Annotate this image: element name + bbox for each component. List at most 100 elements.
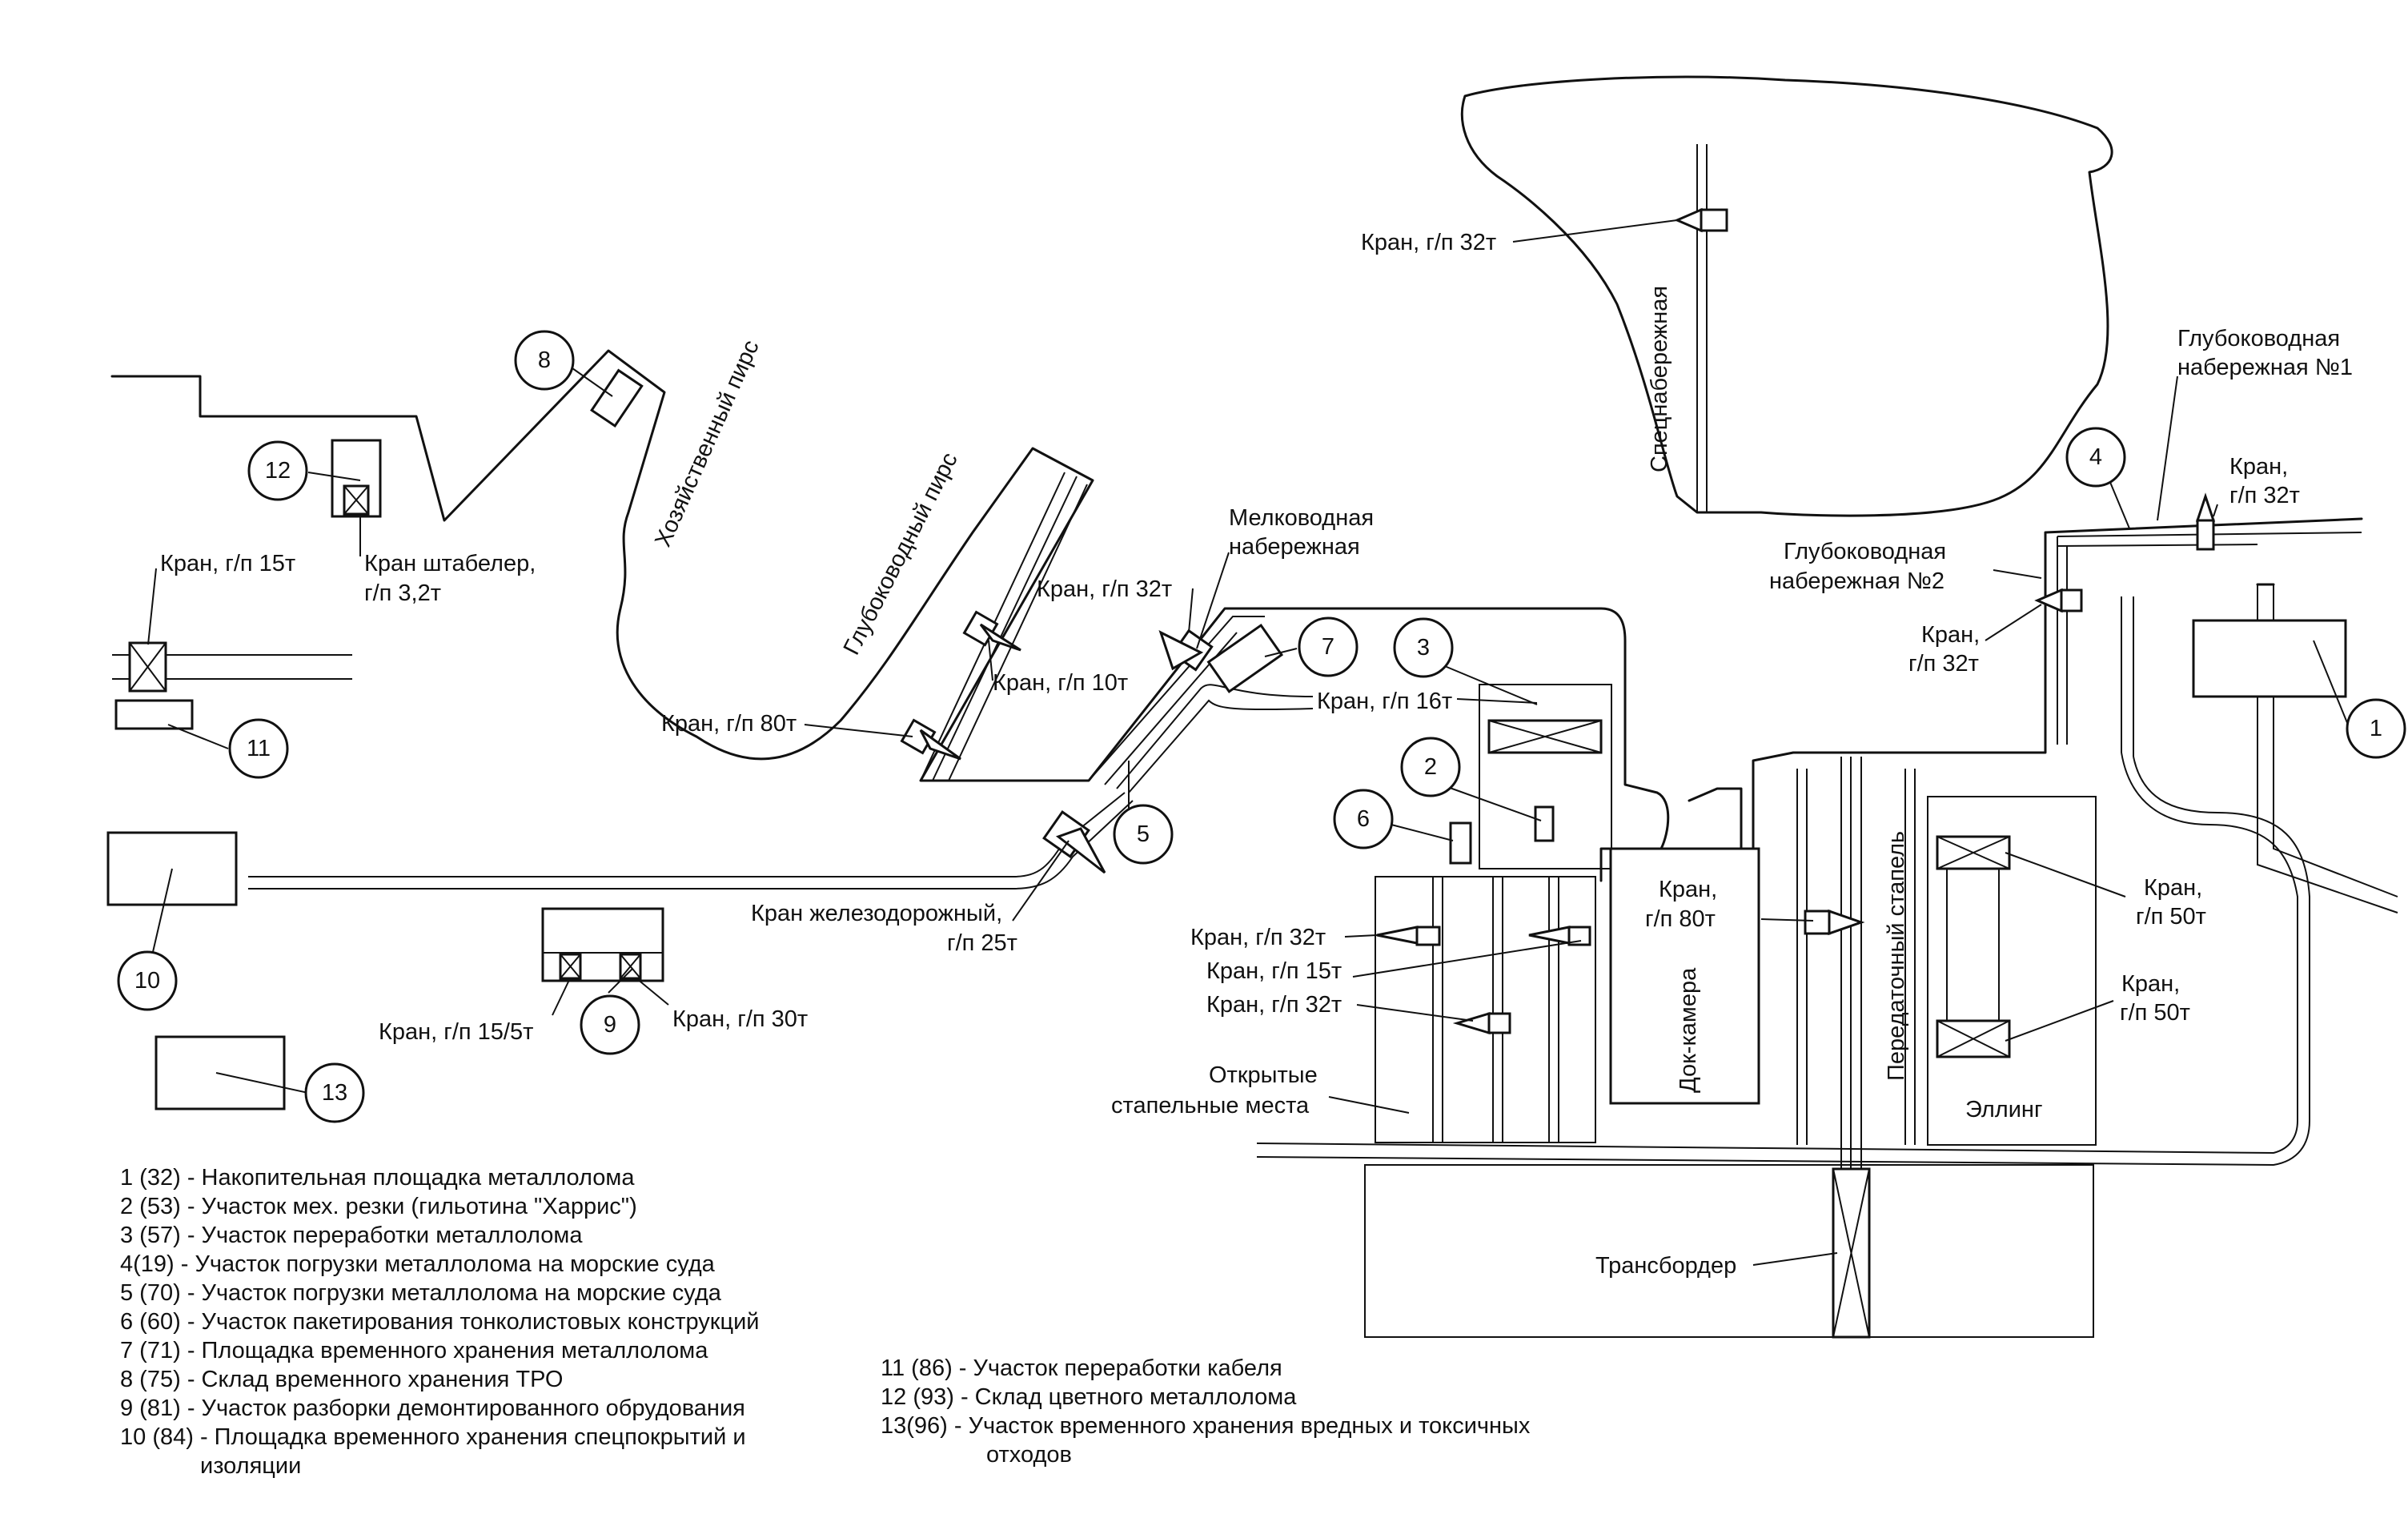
right-rail-4 xyxy=(1256,756,2310,1167)
crane-rail-25-icon xyxy=(1042,810,1106,874)
leader-crane-15-left xyxy=(147,568,157,645)
marker-1: 1 xyxy=(2346,698,2406,759)
leader-open-slip xyxy=(1328,1096,1410,1114)
legend-item: 10 (84) - Площадка временного хранения с… xyxy=(120,1424,746,1450)
area-9-crane-right-x xyxy=(620,954,641,979)
crane-pier-80-icon xyxy=(900,718,961,761)
legend-item: изоляции xyxy=(200,1453,301,1479)
label-crane-slip-2: Кран, г/п 15т xyxy=(1206,958,1342,984)
marker-2: 2 xyxy=(1400,737,1461,797)
label-crane-30: Кран, г/п 30т xyxy=(672,1006,808,1032)
legend-item: 7 (71) - Площадка временного хранения ме… xyxy=(120,1338,708,1363)
area-7 xyxy=(1206,623,1284,693)
shallow-rail-4 xyxy=(1128,699,1314,793)
leader-marker-2 xyxy=(1440,784,1542,821)
marker-8: 8 xyxy=(514,330,575,391)
crane-slip2-icon xyxy=(1528,926,1591,946)
legend-item: 3 (57) - Участок переработки металлолома xyxy=(120,1223,583,1248)
transborder-pit xyxy=(1364,1164,2094,1338)
leader-marker-12 xyxy=(307,472,361,481)
dock-chamber xyxy=(1609,847,1760,1105)
legend-item: 12 (93) - Склад цветного металлолома xyxy=(881,1384,1297,1410)
legend-item: 13(96) - Участок временного хранения вре… xyxy=(881,1413,1531,1439)
marker-6-label: 6 xyxy=(1357,806,1370,832)
leader-marker-3 xyxy=(1440,664,1538,705)
label-crane-16: Кран, г/п 16т xyxy=(1317,689,1452,714)
label-crane-50-a-a: Кран, xyxy=(2144,875,2202,901)
leader-crane-slip3 xyxy=(1356,1004,1474,1022)
leader-crane-slip2 xyxy=(1352,940,1582,978)
label-deep-pier: Глубоководный пирс xyxy=(839,448,963,659)
leader-crane-16 xyxy=(1456,698,1538,704)
legend-item: 9 (81) - Участок разборки демонтированно… xyxy=(120,1396,745,1421)
label-transfer-slip: Передаточный стапель xyxy=(1884,831,1909,1081)
crane-slip1-icon xyxy=(1376,926,1441,946)
leader-marker-6 xyxy=(1391,824,1454,841)
marker-4: 4 xyxy=(2065,427,2126,488)
marker-2-label: 2 xyxy=(1424,754,1437,780)
open-slipways xyxy=(1375,876,1596,1143)
legend-item: 11 (86) - Участок переработки кабеля xyxy=(881,1355,1282,1381)
leader-crane-80-pier xyxy=(804,724,913,737)
spets-island xyxy=(1460,75,2113,517)
area-11 xyxy=(114,699,194,730)
label-household-pier: Хозяйственный пирс xyxy=(650,336,765,551)
legend-right: 11 (86) - Участок переработки кабеля 12 … xyxy=(881,1355,1531,1468)
label-crane-50-b-a: Кран, xyxy=(2121,971,2180,997)
marker-10-label: 10 xyxy=(134,968,160,994)
area-9-crane-left-x xyxy=(560,954,581,979)
leader-shallow-quay xyxy=(1196,552,1230,649)
label-crane-32-pier: Кран, г/п 32т xyxy=(1037,576,1172,602)
elling xyxy=(1927,796,2097,1146)
crane-50-a-x xyxy=(1936,836,2010,869)
leader-crane-10 xyxy=(988,640,993,681)
marker-10: 10 xyxy=(117,950,178,1011)
label-crane-50-a-b: г/п 50т xyxy=(2136,904,2206,930)
area-3 xyxy=(1479,684,1612,869)
crane-dock-80-icon xyxy=(1804,909,1865,936)
legend-item: 1 (32) - Накопительная площадка металлол… xyxy=(120,1165,635,1191)
area-13 xyxy=(155,1035,286,1110)
label-crane-dock-a: Кран, xyxy=(1659,877,1717,902)
marker-3-label: 3 xyxy=(1417,635,1430,661)
marker-9: 9 xyxy=(580,994,640,1055)
label-crane-spets: Кран, г/п 32т xyxy=(1361,230,1496,255)
deep1-rail-2 xyxy=(2057,544,2258,547)
label-open-slip-b: стапельные места xyxy=(1111,1093,1310,1118)
crane-spets-32-icon xyxy=(1674,207,1728,233)
label-crane-deep2-b: г/п 32т xyxy=(1908,651,1979,677)
label-deep-quay-1-a: Глубоководная xyxy=(2177,326,2340,351)
marker-12-label: 12 xyxy=(265,458,291,484)
leader-crane-slip1 xyxy=(1344,934,1378,938)
area-12-crane-x xyxy=(343,485,369,515)
leader-marker-11 xyxy=(167,724,229,749)
label-crane-rail-b: г/п 25т xyxy=(947,930,1017,956)
leader-crane-rail xyxy=(1012,840,1070,922)
marker-5: 5 xyxy=(1113,804,1174,865)
leader-crane-50-b xyxy=(2005,1000,2114,1042)
leader-crane-50-a xyxy=(2005,852,2126,898)
leader-marker-4 xyxy=(2109,480,2130,529)
leader-deep2-quay xyxy=(1993,569,2042,579)
label-crane-slip-1: Кран, г/п 32т xyxy=(1190,925,1326,950)
right-rail-3 xyxy=(1256,752,2298,1155)
leader-crane-32-pier xyxy=(1188,588,1194,633)
marker-4-label: 4 xyxy=(2089,444,2102,470)
marker-7: 7 xyxy=(1298,616,1359,677)
legend-left: 1 (32) - Накопительная площадка металлол… xyxy=(120,1165,760,1479)
marker-7-label: 7 xyxy=(1322,634,1334,660)
area-2 xyxy=(1534,805,1555,842)
label-deep-quay-1-b: набережная №1 xyxy=(2177,355,2353,380)
marker-9-label: 9 xyxy=(604,1012,616,1038)
marker-3: 3 xyxy=(1393,617,1454,678)
transborder-x xyxy=(1832,1168,1870,1338)
label-crane-stacker-b: г/п 3,2т xyxy=(364,580,441,606)
legend-item: 2 (53) - Участок мех. резки (гильотина "… xyxy=(120,1194,637,1219)
label-crane-deep1-a: Кран, xyxy=(2229,454,2288,480)
marker-5-label: 5 xyxy=(1137,821,1150,847)
label-crane-50-b-b: г/п 50т xyxy=(2120,1000,2190,1026)
leader-crane-spets xyxy=(1512,219,1678,243)
deep-pier-rail-3 xyxy=(948,484,1088,781)
label-elling: Эллинг xyxy=(1965,1097,2043,1122)
